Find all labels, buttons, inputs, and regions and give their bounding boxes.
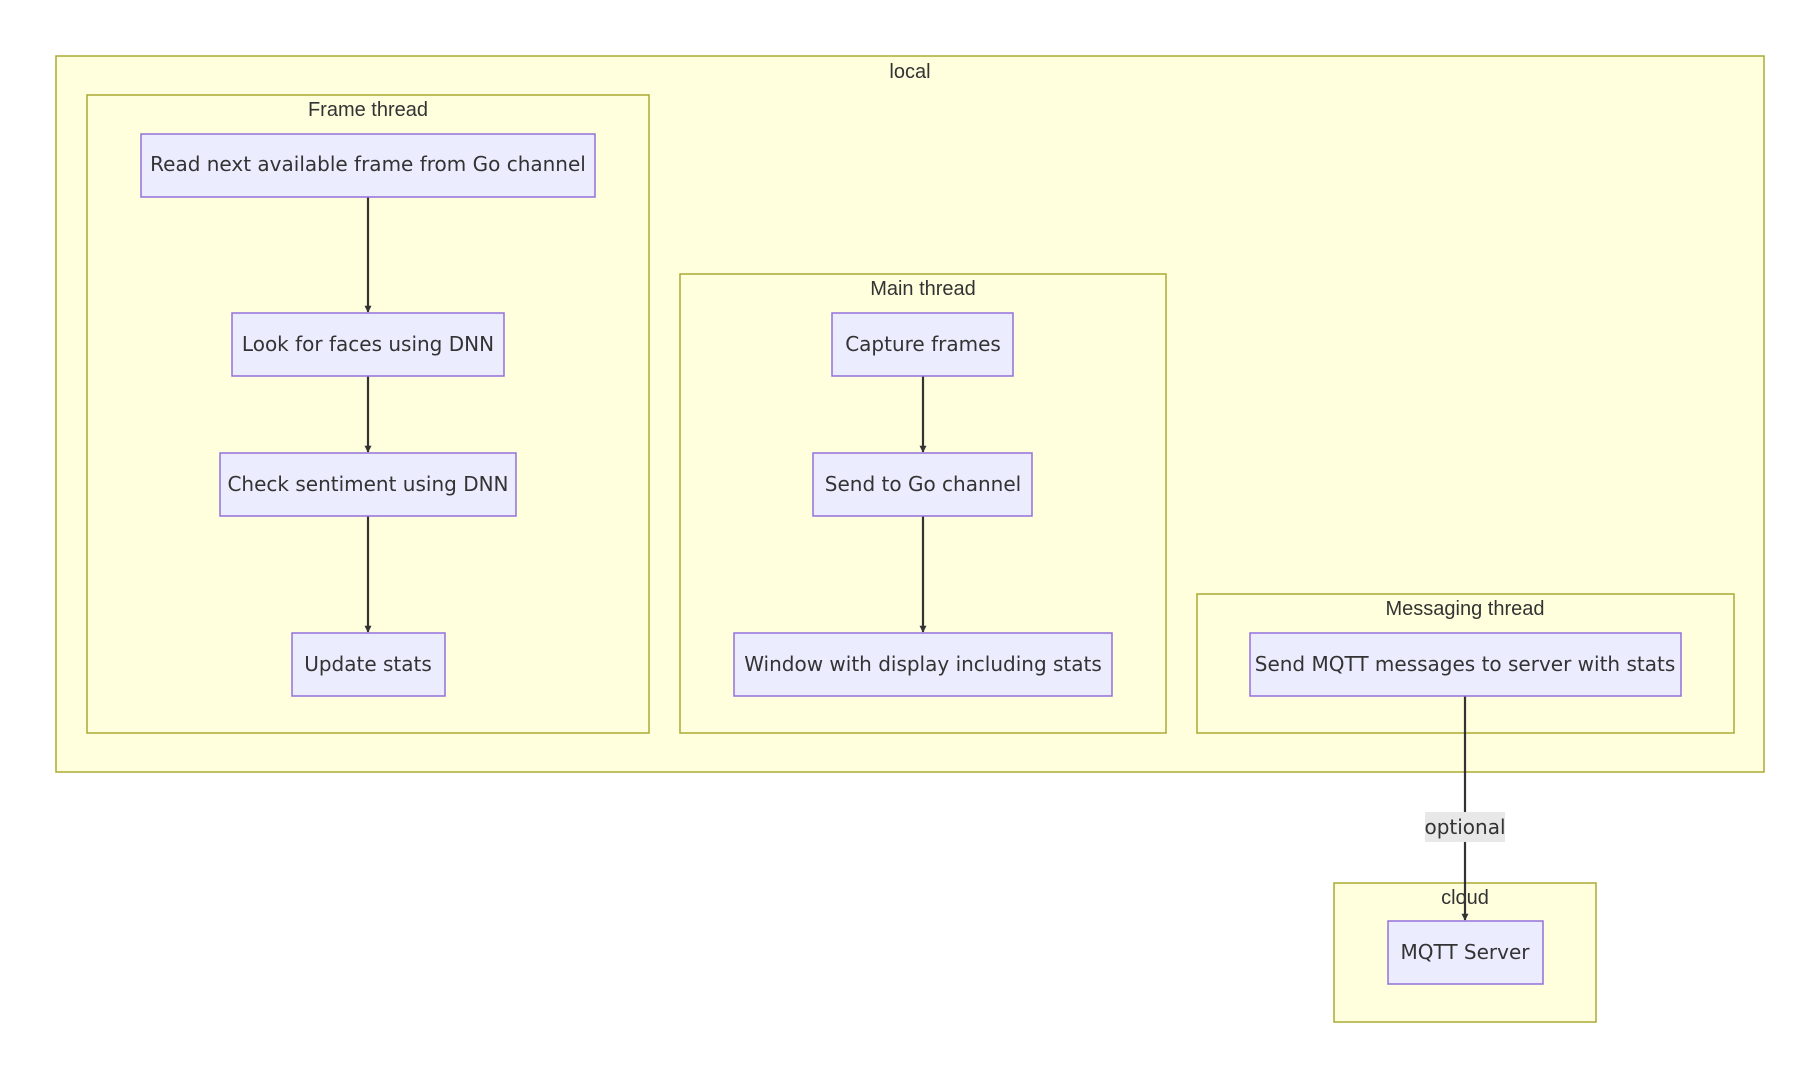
node-send-mqtt: Send MQTT messages to server with stats bbox=[1249, 632, 1682, 697]
node-update-stats: Update stats bbox=[291, 632, 446, 697]
cluster-label-messaging-thread: Messaging thread bbox=[1386, 598, 1545, 620]
node-label-update-stats: Update stats bbox=[304, 652, 432, 676]
node-label-send-go-channel: Send to Go channel bbox=[825, 472, 1021, 496]
cluster-label-main-thread: Main thread bbox=[870, 278, 976, 300]
node-label-send-mqtt: Send MQTT messages to server with stats bbox=[1255, 652, 1676, 676]
cluster-label-frame-thread: Frame thread bbox=[308, 99, 428, 121]
edges bbox=[364, 197, 1469, 921]
node-label-capture-frames: Capture frames bbox=[845, 332, 1001, 356]
node-capture-frames: Capture frames bbox=[831, 312, 1014, 377]
edge-label-optional-text: optional bbox=[1424, 815, 1505, 839]
node-label-look-faces: Look for faces using DNN bbox=[242, 332, 494, 356]
node-check-sentiment: Check sentiment using DNN bbox=[219, 452, 517, 517]
node-look-faces: Look for faces using DNN bbox=[231, 312, 505, 377]
node-label-window-display: Window with display including stats bbox=[744, 652, 1102, 676]
node-label-read-frame: Read next available frame from Go channe… bbox=[150, 152, 586, 176]
cluster-label-local: local bbox=[889, 61, 930, 83]
node-label-mqtt-server: MQTT Server bbox=[1400, 940, 1530, 964]
node-send-go-channel: Send to Go channel bbox=[812, 452, 1033, 517]
node-read-frame: Read next available frame from Go channe… bbox=[140, 133, 596, 198]
node-label-check-sentiment: Check sentiment using DNN bbox=[227, 472, 508, 496]
edge-label-optional: optional bbox=[1424, 812, 1506, 842]
node-mqtt-server: MQTT Server bbox=[1387, 920, 1544, 985]
node-window-display: Window with display including stats bbox=[733, 632, 1113, 697]
